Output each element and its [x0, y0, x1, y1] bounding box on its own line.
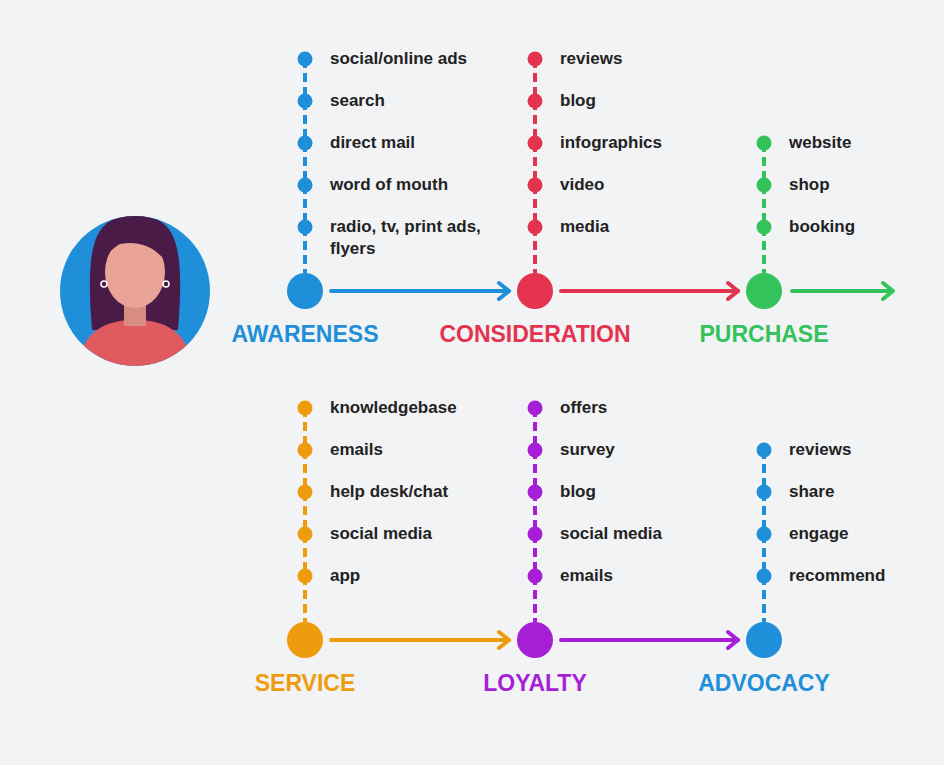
stage-circle: LOYALTY — [517, 622, 553, 658]
touchpoint-label: radio, tv, print ads, flyers — [330, 216, 495, 260]
touchpoint-label: infographics — [560, 132, 730, 154]
touchpoint-label: search — [330, 90, 495, 112]
touchpoint-dot — [528, 527, 543, 542]
touchpoint-label: social/online ads — [330, 48, 495, 70]
stage-name: ADVOCACY — [698, 669, 830, 697]
touchpoint-label: blog — [560, 481, 730, 503]
dashed-spine — [533, 408, 537, 622]
touchpoint-label: word of mouth — [330, 174, 495, 196]
touchpoint-dot — [528, 178, 543, 193]
fringe — [104, 230, 166, 262]
stage-name: CONSIDERATION — [439, 320, 630, 348]
touchpoint-dot — [298, 485, 313, 500]
touchpoint-dot — [757, 220, 772, 235]
outgoing-arrow — [792, 283, 893, 299]
touchpoint-label: emails — [560, 565, 730, 587]
touchpoint-dot — [757, 569, 772, 584]
touchpoint-dot — [757, 178, 772, 193]
stage-circle: AWARENESS — [287, 273, 323, 309]
touchpoint-label: blog — [560, 90, 730, 112]
arrow-shaft — [331, 289, 509, 293]
touchpoint-dot — [528, 52, 543, 67]
touchpoint-dot — [298, 527, 313, 542]
touchpoint-label: social media — [330, 523, 500, 545]
touchpoint-label: media — [560, 216, 730, 238]
touchpoint-label: offers — [560, 397, 730, 419]
stage-name: SERVICE — [255, 669, 356, 697]
arrow-head — [499, 632, 509, 648]
touchpoint-dot — [757, 443, 772, 458]
touchpoint-dot — [298, 136, 313, 151]
touchpoint-dot — [757, 485, 772, 500]
earring — [101, 281, 107, 287]
flow-arrow — [561, 632, 738, 648]
arrow-head — [728, 283, 738, 299]
stage-circle: SERVICE — [287, 622, 323, 658]
touchpoint-label: app — [330, 565, 500, 587]
stage-name: AWARENESS — [232, 320, 379, 348]
touchpoint-label: survey — [560, 439, 730, 461]
flow-arrow — [331, 283, 509, 299]
touchpoint-dot — [298, 52, 313, 67]
touchpoint-label: reviews — [789, 439, 934, 461]
arrow-shaft — [561, 289, 738, 293]
touchpoint-dot — [528, 443, 543, 458]
touchpoint-dot — [298, 220, 313, 235]
arrow-head — [499, 283, 509, 299]
flow-arrow — [331, 632, 509, 648]
touchpoint-label: reviews — [560, 48, 730, 70]
touchpoint-label: shop — [789, 174, 934, 196]
stage-name: LOYALTY — [483, 669, 587, 697]
avatar — [60, 215, 210, 380]
touchpoint-label: booking — [789, 216, 934, 238]
touchpoint-label: video — [560, 174, 730, 196]
touchpoint-dot — [528, 94, 543, 109]
touchpoint-label: help desk/chat — [330, 481, 500, 503]
stage-circle: ADVOCACY — [746, 622, 782, 658]
shirt — [75, 320, 195, 380]
dashed-spine — [303, 59, 307, 273]
touchpoint-label: knowledgebase — [330, 397, 500, 419]
touchpoint-dot — [298, 94, 313, 109]
arrow-head — [728, 632, 738, 648]
arrow-shaft — [561, 638, 738, 642]
touchpoint-dot — [528, 136, 543, 151]
dashed-spine — [762, 143, 766, 273]
touchpoint-dot — [528, 401, 543, 416]
touchpoint-dot — [757, 136, 772, 151]
touchpoint-label: emails — [330, 439, 500, 461]
touchpoint-dot — [298, 443, 313, 458]
stage-circle: PURCHASE — [746, 273, 782, 309]
touchpoint-dot — [757, 527, 772, 542]
hair — [90, 215, 180, 330]
touchpoint-dot — [298, 401, 313, 416]
arrow-shaft — [331, 638, 509, 642]
touchpoint-label: share — [789, 481, 934, 503]
touchpoint-label: direct mail — [330, 132, 495, 154]
touchpoint-label: engage — [789, 523, 934, 545]
touchpoint-label: website — [789, 132, 934, 154]
dashed-spine — [533, 59, 537, 273]
stage-name: PURCHASE — [699, 320, 828, 348]
touchpoint-dot — [298, 178, 313, 193]
touchpoint-dot — [528, 220, 543, 235]
touchpoint-label: social media — [560, 523, 730, 545]
flow-arrow — [561, 283, 738, 299]
touchpoint-label: recommend — [789, 565, 934, 587]
stage-circle: CONSIDERATION — [517, 273, 553, 309]
touchpoint-dot — [528, 569, 543, 584]
touchpoint-dot — [298, 569, 313, 584]
touchpoint-dot — [528, 485, 543, 500]
earring — [163, 281, 169, 287]
dashed-spine — [303, 408, 307, 622]
